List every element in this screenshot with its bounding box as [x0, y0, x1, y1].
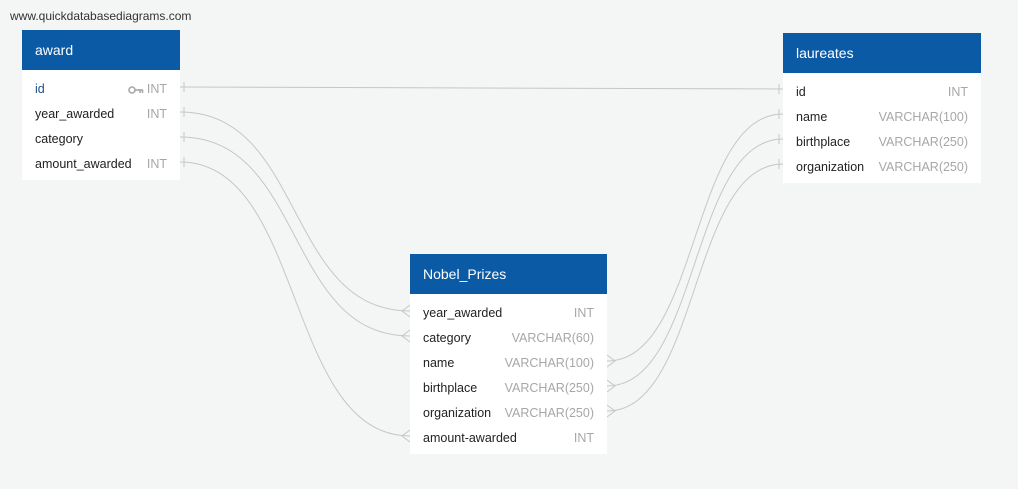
table-title[interactable]: Nobel_Prizes: [410, 254, 607, 294]
column-name: category: [35, 132, 83, 146]
table-title[interactable]: laureates: [783, 33, 981, 73]
many-marker-icon: [401, 429, 411, 443]
column-type: INT: [573, 306, 594, 320]
many-marker-icon: [606, 354, 616, 368]
many-marker-icon: [606, 404, 616, 418]
column-type: INT: [146, 82, 167, 96]
connector-laureates-organization: [606, 163, 784, 412]
column-name: category: [423, 331, 471, 345]
column-name: organization: [796, 160, 865, 174]
many-marker-icon: [401, 304, 411, 318]
connector-laureates-birthplace: [606, 138, 784, 387]
table-row[interactable]: id INT: [22, 77, 180, 102]
column-type: INT: [947, 85, 968, 99]
column-name: year_awarded: [35, 107, 115, 121]
site-url-label: www.quickdatabasediagrams.com: [10, 9, 192, 23]
table-row[interactable]: category VARCHAR(60): [410, 326, 607, 351]
table-nobel-prizes[interactable]: Nobel_Prizes year_awarded INT category V…: [410, 254, 607, 454]
column-type: VARCHAR(250): [878, 160, 968, 174]
column-type: VARCHAR(60): [511, 331, 594, 345]
column-type: INT: [573, 431, 594, 445]
column-name: name: [796, 110, 828, 124]
table-row[interactable]: birthplace VARCHAR(250): [410, 376, 607, 401]
column-name: organization: [423, 406, 492, 420]
table-row[interactable]: year_awarded INT: [410, 301, 607, 326]
table-row[interactable]: year_awarded INT: [22, 102, 180, 127]
column-type: VARCHAR(100): [878, 110, 968, 124]
many-marker-icon: [401, 329, 411, 343]
table-row[interactable]: name VARCHAR(100): [410, 351, 607, 376]
table-row[interactable]: amount-awarded INT: [410, 426, 607, 451]
column-type: VARCHAR(250): [878, 135, 968, 149]
table-title[interactable]: award: [22, 30, 180, 70]
column-name: amount_awarded: [35, 157, 132, 171]
table-row[interactable]: id INT: [783, 80, 981, 105]
column-name: id: [796, 85, 806, 99]
column-name: id: [35, 82, 45, 96]
column-type: VARCHAR(250): [504, 381, 594, 395]
column-type: INT: [146, 157, 167, 171]
table-laureates[interactable]: laureates id INT name VARCHAR(100) birth…: [783, 33, 981, 183]
table-row[interactable]: organization VARCHAR(250): [410, 401, 607, 426]
many-marker-icon: [606, 379, 616, 393]
table-award[interactable]: award id INT year_awarded INT category a…: [22, 30, 180, 180]
key-icon: [128, 86, 144, 94]
column-name: year_awarded: [423, 306, 503, 320]
column-name: name: [423, 356, 455, 370]
table-row[interactable]: birthplace VARCHAR(250): [783, 130, 981, 155]
column-type: VARCHAR(100): [504, 356, 594, 370]
connector-award-year-awarded: [179, 111, 411, 312]
connector-award-amount-awarded: [179, 161, 411, 437]
column-type: VARCHAR(250): [504, 406, 594, 420]
table-row[interactable]: amount_awarded INT: [22, 152, 180, 177]
table-row[interactable]: organization VARCHAR(250): [783, 155, 981, 180]
table-row[interactable]: name VARCHAR(100): [783, 105, 981, 130]
connector-award-id-laureates-id: [179, 86, 784, 90]
column-name: amount-awarded: [423, 431, 517, 445]
column-name: birthplace: [796, 135, 851, 149]
column-type: INT: [146, 107, 167, 121]
column-name: birthplace: [423, 381, 478, 395]
connector-laureates-name: [606, 113, 784, 362]
table-row[interactable]: category: [22, 127, 180, 152]
connector-award-category: [179, 136, 411, 337]
